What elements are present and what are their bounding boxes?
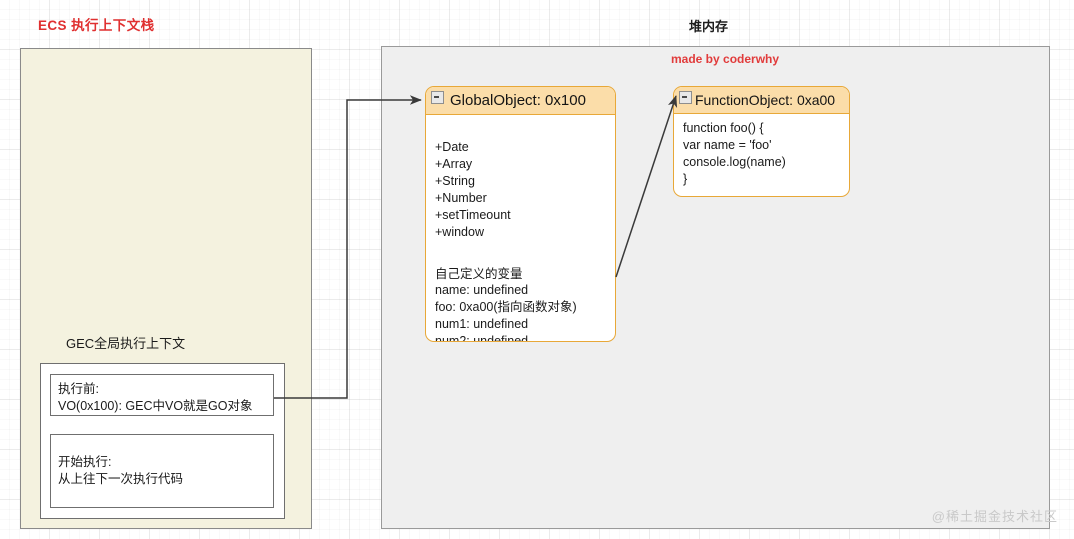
function-object-title: FunctionObject: 0xa00 [695, 92, 836, 108]
arrow-vo-to-global-object [274, 95, 422, 399]
global-object-custom-header: 自己定义的变量 [435, 266, 523, 281]
global-object-header: GlobalObject: 0x100 [426, 87, 615, 115]
before-execution-box: 执行前: VO(0x100): GEC中VO就是GO对象 [50, 374, 274, 416]
gec-label: GEC全局执行上下文 [66, 336, 186, 351]
collapse-minus-icon[interactable] [679, 91, 692, 104]
start-execution-box: 开始执行: 从上往下一次执行代码 [50, 434, 274, 508]
global-object-title: GlobalObject: 0x100 [450, 92, 586, 109]
function-object-card: FunctionObject: 0xa00 function foo() { v… [673, 86, 850, 197]
heap-panel-title: 堆内存 [689, 19, 729, 34]
arrow-foo-to-function-object [615, 95, 678, 278]
collapse-minus-icon[interactable] [431, 91, 444, 104]
stack-panel-title: ECS 执行上下文栈 [38, 18, 155, 33]
function-object-body: function foo() { var name = 'foo' consol… [683, 121, 786, 186]
credit-label: made by coderwhy [671, 52, 780, 66]
global-object-custom-vars: name: undefined foo: 0xa00(指向函数对象) num1:… [435, 283, 577, 342]
global-object-builtins: +Date +Array +String +Number +setTimeoun… [435, 139, 511, 239]
function-object-header: FunctionObject: 0xa00 [674, 87, 849, 114]
global-object-card: GlobalObject: 0x100 +Date +Array +String… [425, 86, 616, 342]
watermark: @稀土掘金技术社区 [931, 509, 1058, 524]
global-object-body: +Date +Array +String +Number +setTimeoun… [426, 115, 615, 342]
